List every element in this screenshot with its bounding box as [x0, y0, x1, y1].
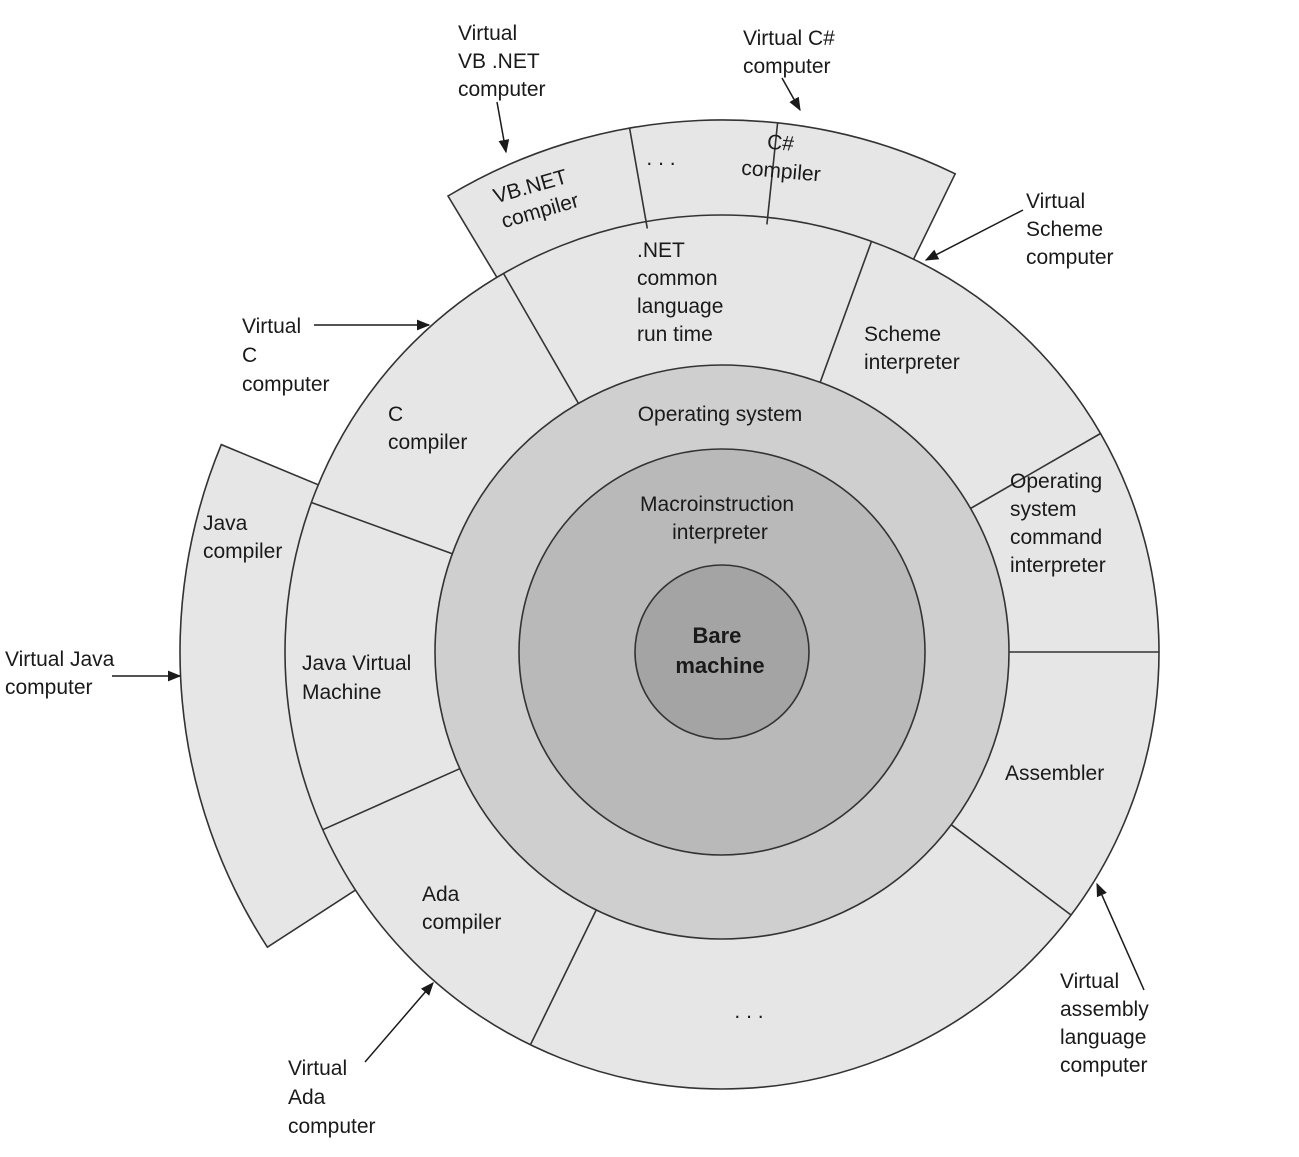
assembler-label: Assembler	[1005, 762, 1104, 785]
virtual-scheme-computer-callout: Virtual Scheme computer	[1026, 190, 1114, 269]
os-command-interpreter-label: Operating system command interpreter	[1010, 470, 1108, 577]
divider-ada-jvm	[322, 767, 461, 831]
operating-system-label: Operating system	[638, 403, 803, 426]
bare-machine-label: Bare machine	[675, 623, 764, 678]
divider-vbnet-ellipsis	[628, 127, 649, 229]
virtual-java-computer-callout: Virtual Java computer	[5, 648, 120, 699]
virtual-ada-computer-callout: Virtual Ada computer	[288, 1057, 376, 1138]
bare-machine-core	[634, 564, 810, 740]
virtual-vbnet-computer-callout: Virtual VB .NET computer	[458, 22, 546, 101]
scheme-interpreter-label: Scheme interpreter	[864, 323, 960, 374]
virtual-csharp-computer-callout: Virtual C# computer	[743, 27, 841, 78]
java-virtual-machine-label: Java Virtual Machine	[302, 652, 417, 704]
macroinstruction-interpreter-label: Macroinstruction interpreter	[640, 493, 800, 544]
virtual-assembly-language-computer-callout: Virtual assembly language computer	[1060, 970, 1155, 1077]
java-compiler-label: Java compiler	[203, 512, 282, 563]
arrow-virtual-vbnet	[496, 101, 510, 154]
top-ellipsis-label: . . .	[646, 147, 675, 170]
callout-arrows	[112, 77, 1145, 1063]
arrow-virtual-csharp	[781, 77, 801, 112]
c-compiler-label: C compiler	[388, 403, 467, 454]
divider-ellipsis-ada	[529, 909, 597, 1046]
bottom-ellipsis-label: . . .	[734, 1000, 763, 1023]
divider-c-dotnet	[502, 273, 580, 404]
segment-dividers	[311, 122, 1159, 1046]
arrow-virtual-ada	[364, 981, 434, 1063]
divider-dotnet-scheme	[819, 241, 873, 383]
arrow-virtual-assembly	[1096, 882, 1145, 991]
divider-assembler-ellipsis	[950, 824, 1072, 916]
divider-jvm-c	[311, 501, 453, 555]
arrow-virtual-scheme	[924, 209, 1024, 261]
dotnet-clr-label: .NET common language run time	[637, 239, 729, 346]
ada-compiler-label: Ada compiler	[422, 883, 501, 934]
divider-scheme-oscmd	[970, 432, 1101, 510]
virtual-c-computer-callout: Virtual C computer	[242, 315, 330, 396]
divider-ellipsis-csharp	[766, 122, 779, 225]
